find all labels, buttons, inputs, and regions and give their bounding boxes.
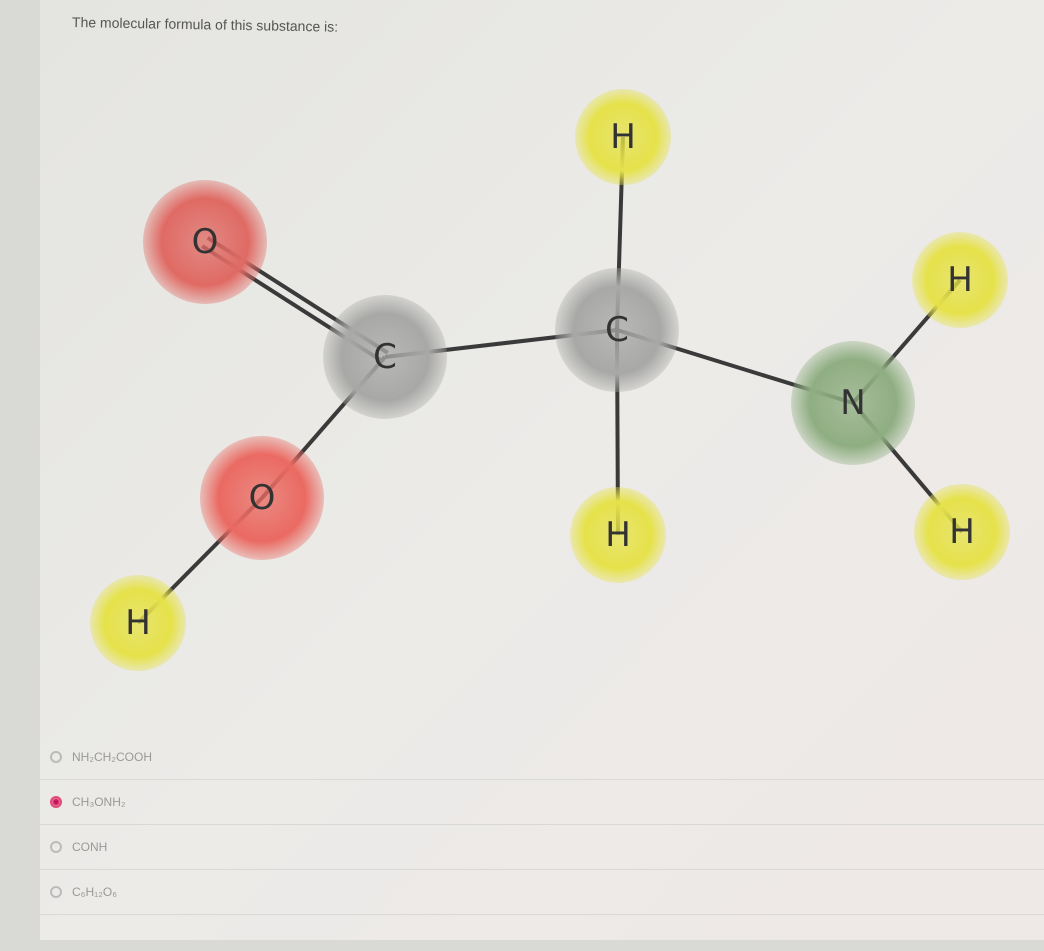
option-1[interactable]: CH₃ONH₂ xyxy=(40,780,1044,825)
atom-label: H xyxy=(947,260,973,300)
atom-h3 xyxy=(570,487,666,583)
atom-label: H xyxy=(949,512,975,552)
atom-n1 xyxy=(791,341,915,465)
atom-label: H xyxy=(125,603,151,643)
atom-h4 xyxy=(914,484,1010,580)
option-0[interactable]: NH₂CH₂COOH xyxy=(40,735,1044,780)
atom-label: H xyxy=(605,515,631,555)
option-label: CONH xyxy=(72,840,108,854)
radio-button[interactable] xyxy=(50,886,62,898)
atom-h2 xyxy=(912,232,1008,328)
atom-label: C xyxy=(373,337,397,377)
atom-label: H xyxy=(610,117,636,157)
quiz-page: The molecular formula of this substance … xyxy=(40,0,1044,940)
atom-c2 xyxy=(555,268,679,392)
radio-button[interactable] xyxy=(50,841,62,853)
atom-label: C xyxy=(605,310,629,350)
option-2[interactable]: CONH xyxy=(40,825,1044,870)
answer-options: NH₂CH₂COOH CH₃ONH₂ CONH C₆H₁₂O₆ xyxy=(40,735,1044,915)
option-label: CH₃ONH₂ xyxy=(72,795,126,809)
atom-h5 xyxy=(90,575,186,671)
atom-label: O xyxy=(249,478,276,518)
radio-button[interactable] xyxy=(50,796,62,808)
molecule-diagram: H O C C H N O H H H xyxy=(90,89,1010,671)
atom-label: O xyxy=(192,222,219,262)
atom-h1 xyxy=(575,89,671,185)
atom-label: N xyxy=(840,383,865,423)
option-label: NH₂CH₂COOH xyxy=(72,750,152,764)
atom-o1 xyxy=(143,180,267,304)
radio-button[interactable] xyxy=(50,751,62,763)
option-label: C₆H₁₂O₆ xyxy=(72,885,118,899)
atom-o2 xyxy=(200,436,324,560)
option-3[interactable]: C₆H₁₂O₆ xyxy=(40,870,1044,915)
atom-c1 xyxy=(323,295,447,419)
